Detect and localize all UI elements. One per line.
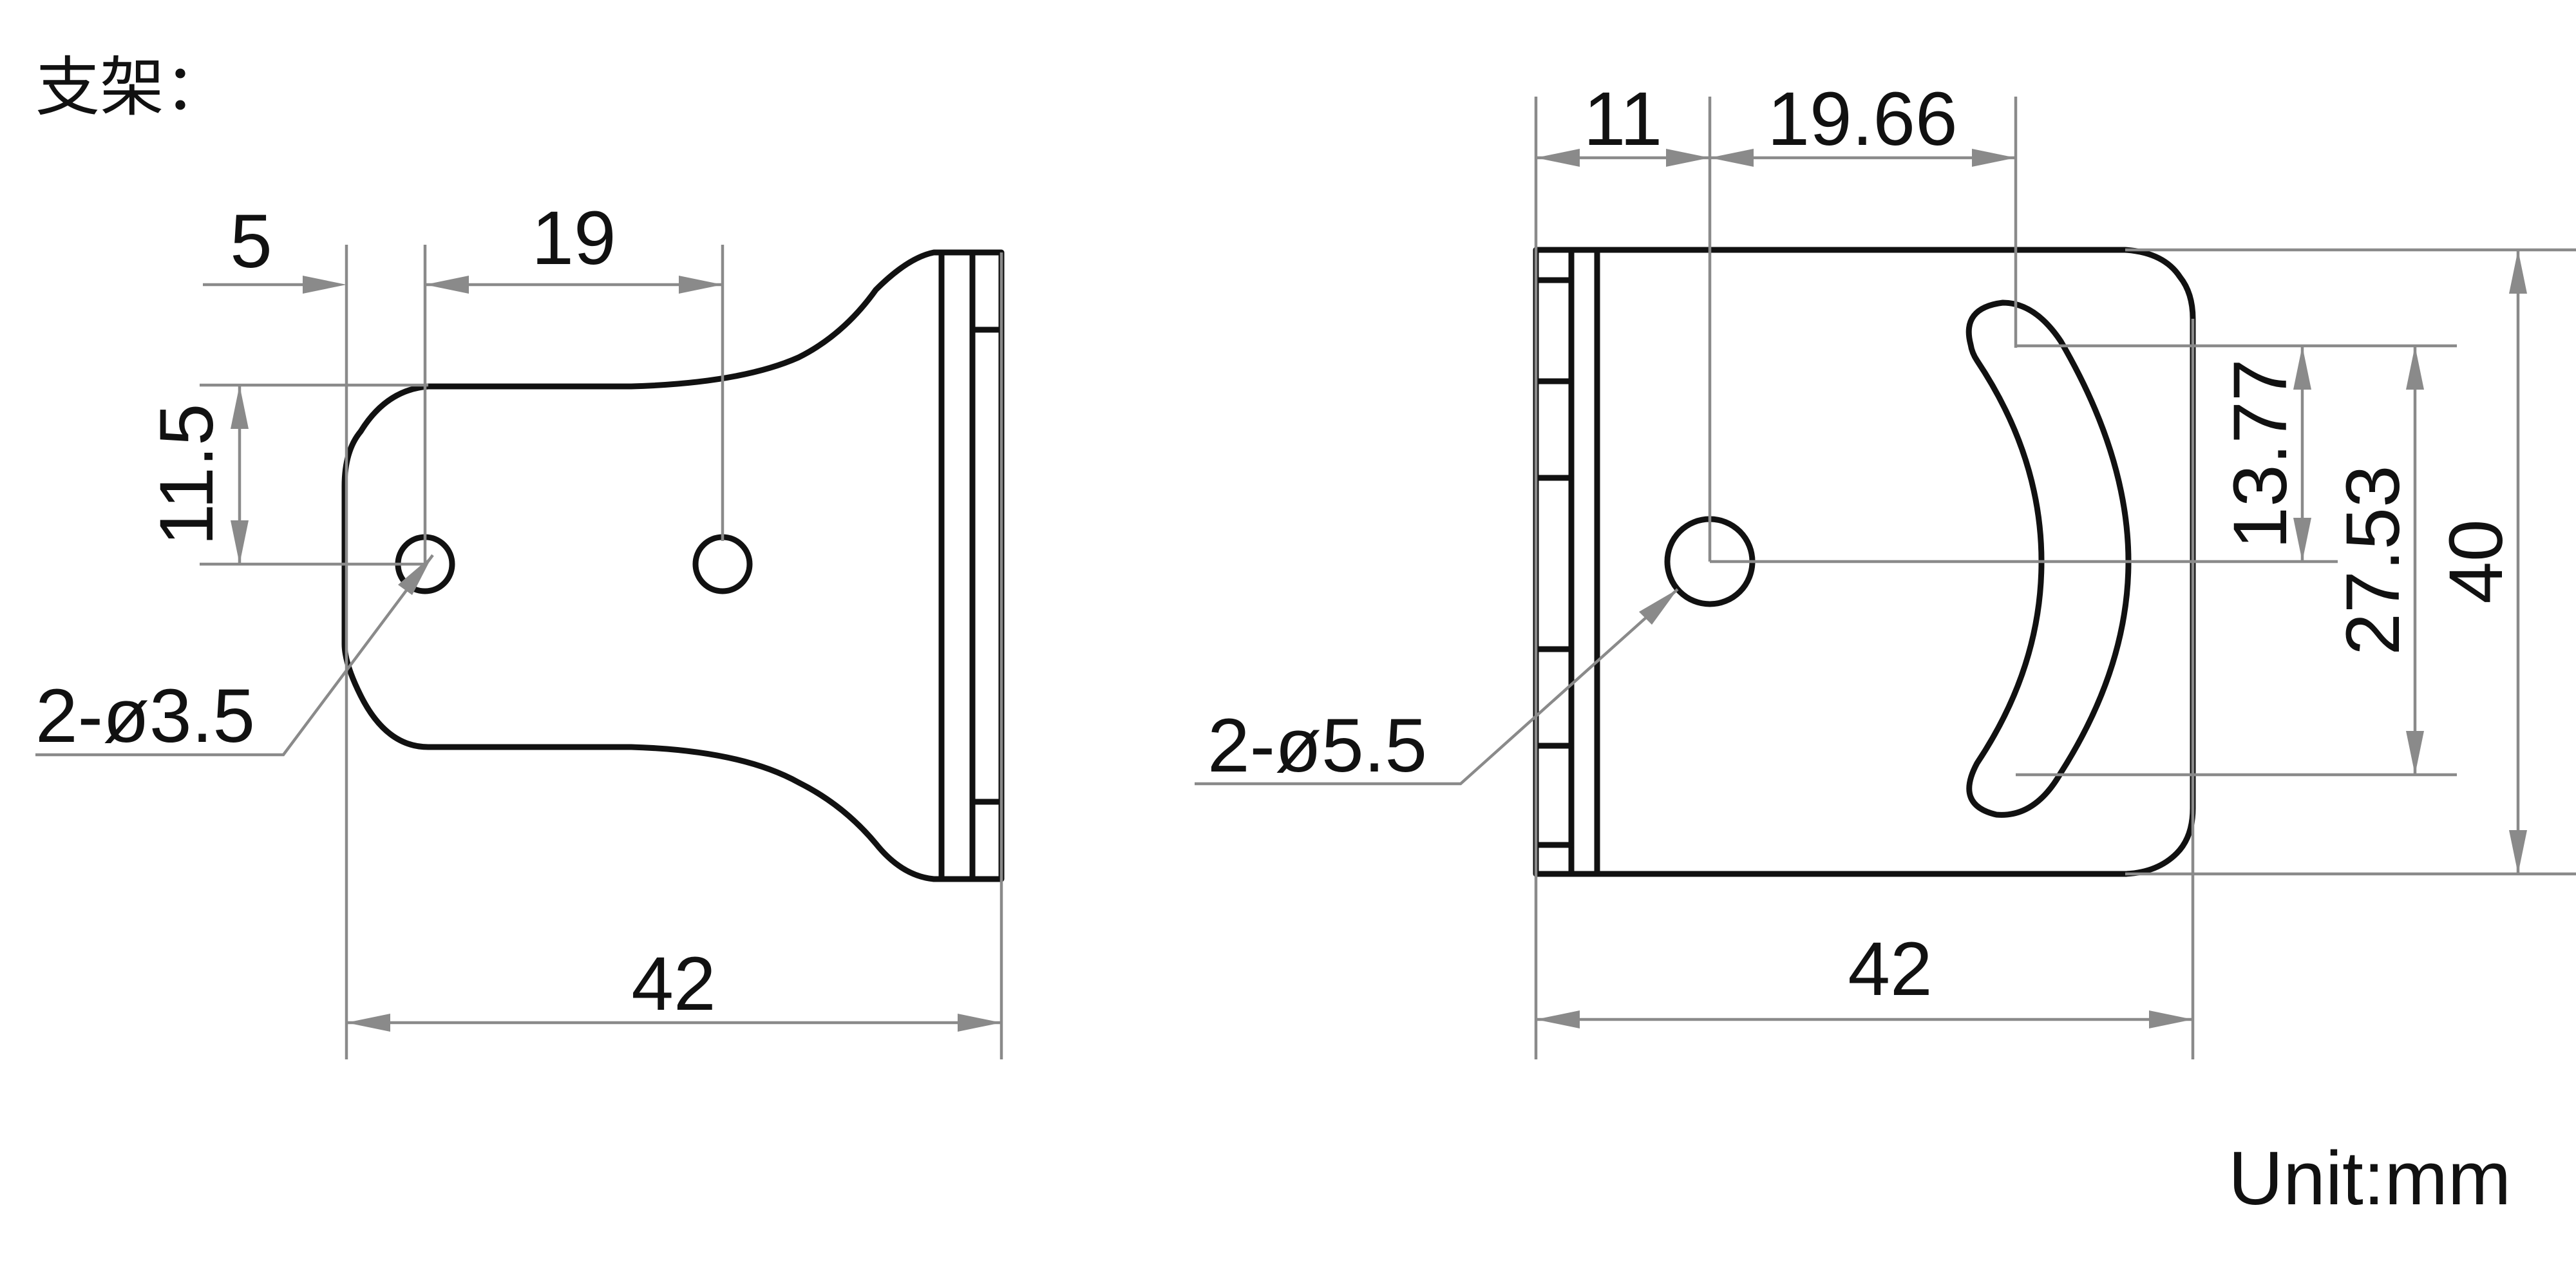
right-hole-leader bbox=[1195, 588, 1679, 786]
dim-text-right-42: 42 bbox=[1848, 927, 1932, 1012]
dim-text-27-53: 27.53 bbox=[2331, 465, 2416, 655]
right-hole-callout: 2-ø5.5 bbox=[1208, 703, 1427, 788]
dim-text-19: 19 bbox=[531, 196, 616, 281]
dim-text-19-66: 19.66 bbox=[1767, 77, 1957, 162]
arrow-left-42-left bbox=[346, 1014, 390, 1032]
left-bracket-outline bbox=[341, 249, 1005, 882]
dim-text-left-42: 42 bbox=[631, 942, 715, 1027]
arrow-40-top bbox=[2509, 250, 2527, 294]
dim-text-13-77: 13.77 bbox=[2218, 359, 2303, 549]
arrow-right-42-right bbox=[2149, 1010, 2193, 1028]
arrow-19-left bbox=[425, 276, 469, 294]
arrow-40-bottom bbox=[2509, 830, 2527, 874]
left-leader-arrow bbox=[398, 555, 433, 595]
arrow-13-77-bottom bbox=[2293, 518, 2311, 562]
arrow-11-right bbox=[1666, 149, 1710, 167]
left-hole-2 bbox=[692, 534, 753, 594]
arrow-19-66-right bbox=[1972, 149, 2016, 167]
arrow-right-42-left bbox=[1536, 1010, 1580, 1028]
arrow-11-5-bottom bbox=[231, 520, 249, 564]
arrow-13-77-top bbox=[2293, 346, 2311, 390]
arrow-11-5-top bbox=[231, 385, 249, 429]
right-view: 11 19.66 13.77 27.53 40 42 2-ø5.5 bbox=[1195, 77, 2576, 1059]
dim-text-11: 11 bbox=[1584, 77, 1663, 162]
arrow-19-66-left bbox=[1710, 149, 1754, 167]
dim-text-5: 5 bbox=[230, 199, 272, 284]
dim-text-11-5: 11.5 bbox=[144, 404, 229, 546]
right-leader-arrow bbox=[1639, 589, 1678, 625]
arrow-5 bbox=[303, 276, 346, 294]
left-hole-callout: 2-ø3.5 bbox=[35, 674, 255, 759]
arrow-27-53-top bbox=[2406, 346, 2424, 390]
right-arc-slot bbox=[1965, 299, 2132, 818]
right-hinge-ticks bbox=[1533, 277, 1575, 848]
arrow-11-left bbox=[1536, 149, 1580, 167]
drawing-title: 支架： bbox=[35, 50, 229, 125]
arrow-27-53-bottom bbox=[2406, 731, 2424, 775]
left-view: 5 19 11.5 42 2-ø3.5 bbox=[35, 196, 1005, 1059]
unit-label: Unit:mm bbox=[2228, 1136, 2511, 1221]
arrow-19-right bbox=[679, 276, 723, 294]
left-hole-leader bbox=[35, 554, 434, 757]
dim-text-40: 40 bbox=[2434, 519, 2519, 603]
arrow-left-42-right bbox=[958, 1014, 1001, 1032]
